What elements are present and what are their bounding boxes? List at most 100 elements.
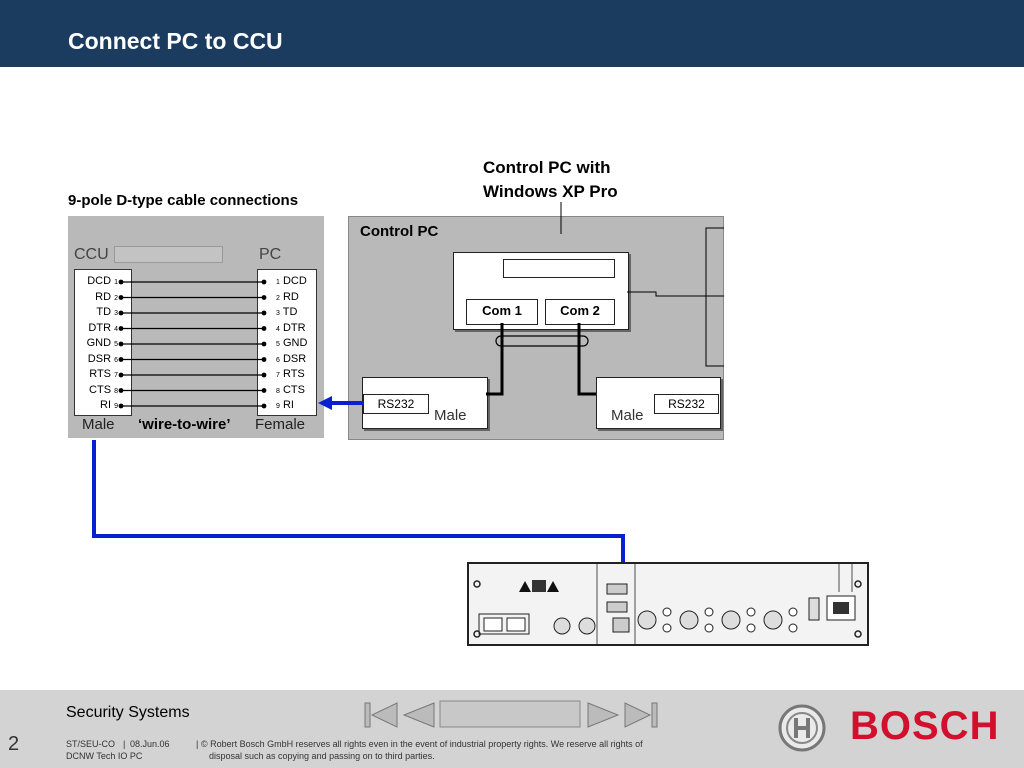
pin-name: RTS — [282, 368, 305, 380]
pc-pin-row: 3 TD — [276, 305, 297, 321]
xlr-socket — [679, 610, 699, 630]
pin-number: 1 — [114, 279, 118, 286]
ccu-pin-row: GND 5 — [74, 336, 118, 352]
ccu-pin-row: DSR 6 — [74, 352, 118, 368]
pin-number: 5 — [276, 341, 280, 348]
warning-icon — [547, 581, 559, 592]
xlr-socket — [763, 610, 783, 630]
pin-dot — [261, 403, 267, 409]
pin-dot — [261, 388, 267, 393]
footer-company: Security Systems — [66, 704, 190, 721]
pin-number: 9 — [114, 403, 118, 410]
nav-next-icon — [587, 702, 620, 728]
pin-name: TD — [282, 306, 298, 318]
rj45-port — [483, 617, 503, 632]
pin-name: CTS — [89, 383, 112, 396]
com1-cable — [486, 323, 504, 396]
nav-last-button[interactable] — [624, 702, 658, 728]
jack-socket — [746, 623, 756, 633]
footer-copyright-1: © Robert Bosch GmbH reserves all rights … — [201, 739, 643, 749]
warning-icon — [519, 581, 531, 592]
control-pc-callout: Control PC with Windows XP Pro — [483, 156, 618, 204]
pc-pin-row: 1 DCD — [276, 274, 307, 290]
pc-pin-row: 5 GND — [276, 336, 307, 352]
nav-prev-button[interactable] — [402, 702, 435, 728]
pin-name: DTR — [282, 321, 306, 334]
screw-icon — [473, 580, 481, 588]
pin-number: 3 — [276, 310, 280, 317]
nav-first-icon — [370, 702, 398, 728]
callout-line-2: Windows XP Pro — [483, 182, 618, 201]
nav-last-icon — [624, 702, 652, 728]
pin-number: 4 — [276, 325, 280, 333]
pin-name: DTR — [88, 321, 112, 334]
footer-sep-2: | — [196, 739, 199, 749]
control-pc-title: Control PC — [360, 223, 439, 240]
nav-next-button[interactable] — [587, 702, 620, 728]
pc-pin-row: 7 RTS — [276, 367, 305, 383]
ccu-pin-row: DCD 1 — [74, 274, 118, 290]
ccu-pin-row: RI 9 — [74, 398, 118, 414]
jack-socket — [704, 623, 714, 633]
pin-name: DSR — [87, 352, 112, 365]
slide-number: 2 — [8, 733, 20, 755]
pin-wires — [118, 279, 267, 409]
pin-number: 7 — [276, 372, 280, 379]
ccu-pin-row: CTS 8 — [74, 383, 118, 399]
pc-side-bracket — [705, 227, 724, 367]
screw-icon — [854, 580, 862, 588]
pin-name: RI — [282, 399, 294, 411]
footer-copyright-2: disposal such as copying and passing on … — [209, 751, 435, 761]
bosch-armature-logo — [778, 704, 826, 752]
screw-icon — [854, 630, 862, 638]
jack-socket — [704, 607, 714, 617]
pin-number: 1 — [276, 279, 280, 286]
dsub-port — [606, 601, 628, 613]
pin-dot — [118, 388, 124, 393]
pin-name: RTS — [89, 368, 112, 380]
pin-name: DCD — [87, 275, 112, 287]
ccu-pin-row: DTR 4 — [74, 321, 118, 337]
nav-first-button[interactable] — [364, 702, 398, 728]
female-label: Female — [255, 416, 306, 433]
pin-number: 3 — [114, 310, 118, 317]
footer-sep-1: | — [123, 739, 126, 749]
pin-dot — [261, 310, 267, 316]
ccu-label-bar — [114, 246, 223, 263]
com2-cable — [577, 323, 596, 396]
cable-title: 9-pole D-type cable connections — [68, 192, 299, 209]
cable-clip — [495, 335, 589, 347]
pin-number: 8 — [276, 387, 280, 395]
ccu-pin-row: RD 2 — [74, 290, 118, 306]
rs232-right: RS232 — [654, 394, 719, 414]
xlr-socket — [637, 610, 657, 630]
pin-name: GND — [86, 337, 112, 349]
pin-number: 8 — [114, 387, 118, 395]
jack-socket — [746, 607, 756, 617]
footer-doc: DCNW Tech IO PC — [66, 751, 143, 761]
pc-pin-row: 8 CTS — [276, 383, 305, 399]
pin-number: 6 — [276, 356, 280, 364]
pin-dot — [118, 326, 124, 331]
pin-name: RD — [95, 290, 112, 303]
pin-name: CTS — [282, 383, 305, 396]
pin-number: 6 — [114, 356, 118, 364]
jack-socket — [788, 623, 798, 633]
pc-pin-box — [257, 269, 317, 416]
ccu-pin-row: TD 3 — [74, 305, 118, 321]
din-socket — [578, 617, 596, 635]
pin-dot — [261, 372, 267, 378]
jack-socket — [662, 607, 672, 617]
rs232-left: RS232 — [363, 394, 429, 414]
pin-name: RD — [282, 290, 299, 303]
pc-pin-row: 2 RD — [276, 290, 299, 306]
pin-dot — [118, 403, 124, 409]
header-bar — [0, 0, 1024, 67]
pin-number: 2 — [114, 294, 118, 302]
pin-dot — [261, 279, 267, 285]
pin-name: TD — [96, 306, 112, 318]
ccu-heading: CCU — [74, 246, 109, 263]
pc-pin-row: 4 DTR — [276, 321, 306, 337]
pin-dot — [118, 310, 124, 316]
